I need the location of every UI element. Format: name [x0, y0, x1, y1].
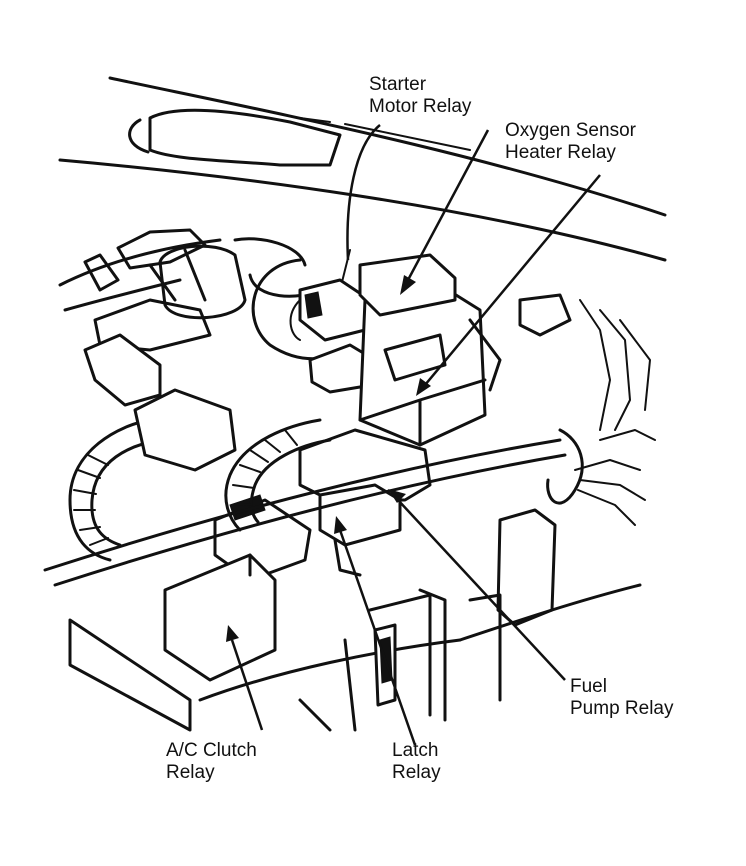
leader-fuel-pump-relay: [388, 489, 566, 681]
leader-starter-relay-to-body: [400, 129, 490, 295]
right-wire-bundle: [496, 293, 656, 627]
air-intake-tube: [128, 108, 342, 167]
lower-body-lines: [68, 583, 642, 732]
corrugated-harness-left: [68, 388, 237, 562]
callout-latch-relay: Latch Relay: [392, 740, 441, 784]
callout-line: Latch: [392, 740, 439, 761]
callout-line: Pump Relay: [570, 698, 674, 719]
leader-ac-clutch-relay: [226, 625, 264, 731]
ac-clutch-relay-box: [163, 553, 277, 682]
leader-oxygen-sensor-relay: [416, 174, 601, 396]
callout-line: Oxygen Sensor: [505, 120, 636, 141]
oxygen-heater-relay-box: [358, 283, 502, 447]
callout-line: Relay: [166, 762, 215, 783]
callout-line: Fuel: [570, 676, 607, 697]
leader-starter-relay: [346, 124, 381, 261]
callout-starter-motor-relay: Starter Motor Relay: [369, 74, 471, 118]
transverse-cable: [43, 438, 567, 587]
callout-line: Starter: [369, 74, 427, 95]
fuel-pump-relay-box: [298, 428, 432, 577]
callout-line: Relay: [392, 762, 441, 783]
callout-oxygen-sensor-heater-relay: Oxygen Sensor Heater Relay: [505, 120, 636, 164]
callout-ac-clutch-relay: A/C Clutch Relay: [166, 740, 257, 784]
callout-line: A/C Clutch: [166, 740, 257, 761]
callout-fuel-pump-relay: Fuel Pump Relay: [570, 676, 674, 720]
fuel-line-fittings: [58, 228, 222, 407]
callout-line: Heater Relay: [505, 142, 616, 163]
callout-line: Motor Relay: [369, 96, 472, 117]
leader-latch-relay: [334, 516, 417, 746]
